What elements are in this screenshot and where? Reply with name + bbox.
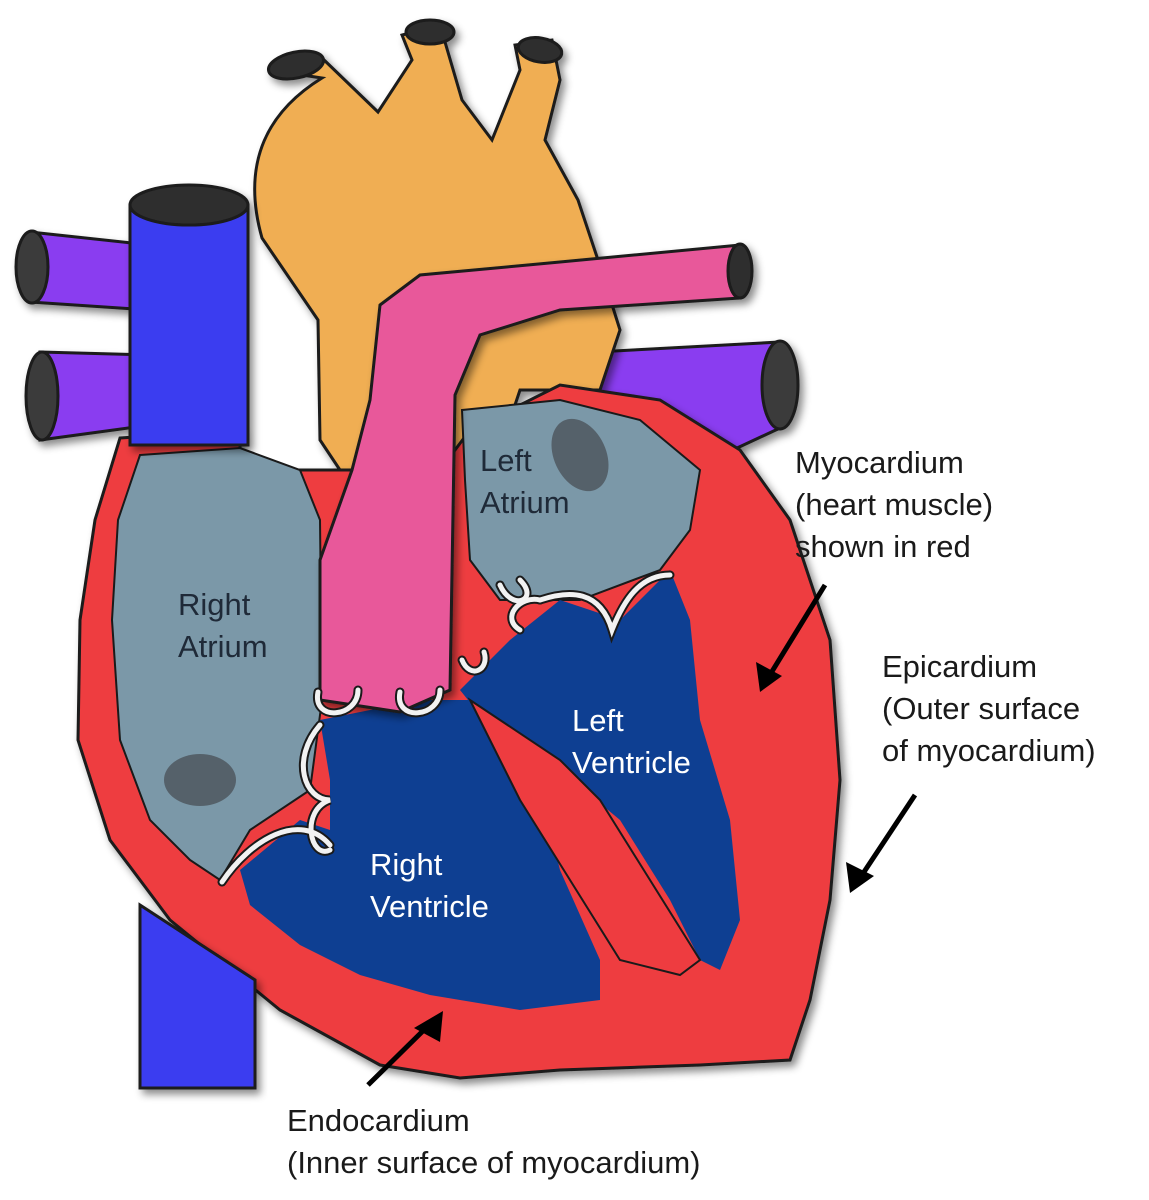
pointer-arrows: [366, 583, 918, 1087]
endocardium-arrow: [366, 1020, 434, 1087]
vena-cava: [128, 183, 257, 1090]
right-atrium-label: Right Atrium: [178, 587, 268, 664]
pulmonary-veins-left: [14, 229, 152, 442]
right-ventricle-label: Right Ventricle: [370, 847, 489, 924]
left-atrium-label: Left Atrium: [480, 443, 570, 520]
epicardium-arrowhead: [846, 862, 874, 893]
ventricles: [240, 570, 740, 1010]
epicardium-label: Epicardium (Outer surface of myocardium): [882, 649, 1096, 768]
epicardium-arrow: [857, 793, 918, 880]
left-ventricle-label: Left Ventricle: [572, 703, 691, 780]
myocardium-arrow: [765, 583, 828, 680]
left-atrium-chamber: [460, 398, 702, 601]
myocardium-label: Myocardium (heart muscle) shown in red: [795, 445, 994, 564]
endocardium-label: Endocardium (Inner surface of myocardium…: [287, 1103, 701, 1180]
heart-valves-highlight: [219, 572, 673, 885]
right-atrium-chamber: [110, 446, 324, 882]
endocardium-arrowhead: [414, 1011, 443, 1042]
pulmonary-artery: [318, 242, 754, 714]
myocardium-arrowhead: [756, 662, 782, 692]
